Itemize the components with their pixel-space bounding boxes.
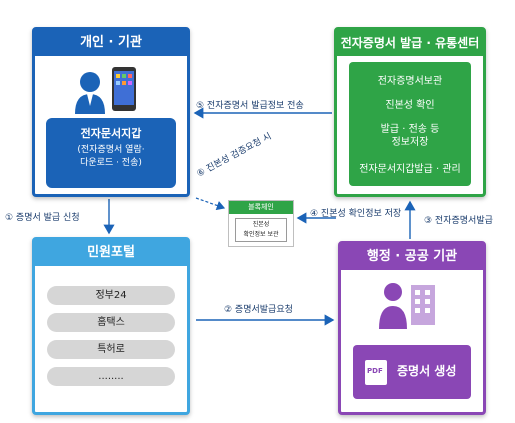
- wallet-sub2: 다운로드 · 전송): [80, 158, 142, 168]
- individual-title: 개인 · 기관: [35, 30, 187, 56]
- step-2-label: ② 증명서발급요청: [224, 305, 293, 315]
- individual-institution-box: 개인 · 기관 전자문서지갑 (전자증명서 열람· 다운로드 · 전송): [32, 27, 190, 197]
- step-1-label: ① 증명서 발급 신청: [5, 213, 80, 223]
- wallet-sub1: (전자증명서 열람·: [77, 145, 145, 155]
- civil-portal-box: 민원포털 정부24 홈택스 특허로 ........: [32, 237, 190, 415]
- portal-title: 민원포털: [35, 240, 187, 266]
- wallet-title: 전자문서지갑: [80, 127, 142, 140]
- center-functions: 전자증명서보관 진본성 확인 발급 · 전송 등 정보저장 전자문서지갑발급 ·…: [349, 62, 471, 186]
- issuance-center-box: 전자증명서 발급 · 유통센터 전자증명서보관 진본성 확인 발급 · 전송 등…: [334, 27, 486, 197]
- agency-box: 행정 · 공공 기관 PDF 증명서 생성: [338, 241, 486, 415]
- portal-item: 특허로: [47, 340, 175, 359]
- blockchain-title: 블록체인: [229, 201, 293, 214]
- center-item: 전자증명서보관: [377, 76, 443, 87]
- wallet-card: 전자문서지갑 (전자증명서 열람· 다운로드 · 전송): [46, 118, 176, 188]
- center-item: 정보저장: [391, 137, 429, 148]
- person-building-icon: [379, 283, 435, 329]
- center-item: 전자문서지갑발급 · 관리: [359, 164, 461, 175]
- person-icon: [75, 72, 105, 114]
- step-5-label: ⑤ 전자증명서 발급정보 전송: [196, 101, 304, 111]
- certificate-generation-card: PDF 증명서 생성: [353, 345, 471, 399]
- pdf-icon: PDF: [365, 360, 387, 385]
- center-title: 전자증명서 발급 · 유통센터: [337, 30, 483, 56]
- blockchain-body: 진본성 확인정보 보관: [235, 218, 287, 242]
- generate-label: 증명서 생성: [397, 364, 457, 378]
- step-3-label: ③ 전자증명서발급: [424, 216, 493, 226]
- blockchain-line1: 진본성: [252, 221, 270, 228]
- arrow-6: [195, 197, 226, 211]
- center-item: 진본성 확인: [385, 100, 435, 111]
- portal-item: 정부24: [47, 286, 175, 305]
- portal-item: 홈택스: [47, 313, 175, 332]
- blockchain-box: 블록체인 진본성 확인정보 보관: [228, 200, 294, 247]
- center-item: 발급 · 전송 등: [380, 124, 440, 135]
- step-4-label: ④ 진본성 확인정보 저장: [310, 209, 402, 219]
- agency-title: 행정 · 공공 기관: [341, 244, 483, 270]
- pdf-label: PDF: [367, 367, 383, 375]
- portal-item: ........: [47, 367, 175, 386]
- blockchain-line2: 확인정보 보관: [243, 231, 279, 238]
- smartphone-icon: [112, 67, 136, 111]
